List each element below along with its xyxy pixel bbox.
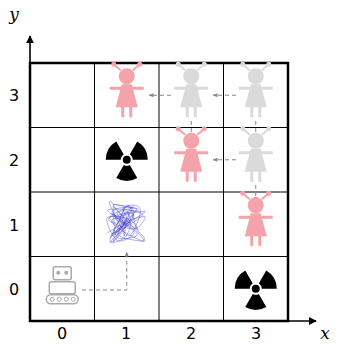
girl-bow xyxy=(240,62,245,67)
radiation-blade xyxy=(235,271,253,289)
x-axis xyxy=(30,320,316,322)
path-arrow xyxy=(213,95,236,96)
girl-dress xyxy=(245,149,267,172)
robot-body xyxy=(49,282,75,294)
girl-pigtails xyxy=(244,194,268,199)
radiation-blade xyxy=(130,142,148,160)
path-arrow xyxy=(149,95,171,96)
girl-pigtails xyxy=(244,130,268,135)
tick-label: 1 xyxy=(9,218,19,234)
girl-bow xyxy=(202,126,207,131)
axis-label: y xyxy=(9,6,19,23)
tick-label: 3 xyxy=(9,88,19,104)
girl-pigtails xyxy=(179,65,203,70)
girl-dress xyxy=(245,84,267,107)
girl-head xyxy=(183,133,199,149)
radiation-blade xyxy=(106,142,124,160)
girl-figure xyxy=(174,62,208,118)
robot-wheel xyxy=(64,297,68,301)
girl-head xyxy=(248,197,264,213)
girl-bow xyxy=(266,191,271,196)
girl-figure xyxy=(239,126,273,182)
robot-eye xyxy=(64,271,68,275)
girl-bow xyxy=(111,62,116,67)
radiation-symbol xyxy=(106,142,148,181)
girl-bow xyxy=(202,62,207,67)
monster-scribble xyxy=(107,202,146,243)
girl-figure xyxy=(239,62,273,118)
path-arrow xyxy=(82,252,127,290)
girl-bow xyxy=(176,126,181,131)
girl-pigtails xyxy=(244,65,268,70)
grid xyxy=(30,63,288,321)
girl-bow xyxy=(240,126,245,131)
path-arrow xyxy=(213,159,236,160)
robot-wheel xyxy=(50,297,54,301)
girl-pigtails xyxy=(115,65,139,70)
grid-line xyxy=(223,63,224,321)
girl-bow xyxy=(176,62,181,67)
girl-head xyxy=(119,68,135,84)
girl-figure xyxy=(110,62,144,118)
radiation-symbol xyxy=(235,271,277,310)
y-axis xyxy=(29,36,31,321)
radiation-center xyxy=(123,156,131,164)
tick-label: 0 xyxy=(9,282,19,298)
robot-wheel xyxy=(71,297,75,301)
tick-label: 2 xyxy=(186,326,196,342)
robot-wheel xyxy=(57,297,61,301)
girl-dress xyxy=(180,149,202,172)
grid-border xyxy=(30,63,288,321)
grid-line xyxy=(30,256,288,257)
tick-label: 1 xyxy=(121,326,131,342)
radiation-blade xyxy=(116,165,137,181)
girl-head xyxy=(248,68,264,84)
radiation-blade xyxy=(259,271,277,289)
girl-bow xyxy=(240,191,245,196)
girl-dress xyxy=(180,84,202,107)
robot-figure xyxy=(46,267,78,304)
girl-pigtails xyxy=(179,130,203,135)
tick-label: 2 xyxy=(9,153,19,169)
girl-dress xyxy=(245,213,267,236)
tick-label: 0 xyxy=(57,326,67,342)
axis-label: x xyxy=(320,325,330,342)
grid-line xyxy=(30,192,288,193)
radiation-center xyxy=(252,285,260,293)
robot-head xyxy=(53,267,71,280)
girl-bow xyxy=(266,126,271,131)
girl-dress xyxy=(116,84,138,107)
girl-figure xyxy=(174,126,208,182)
robot-eye xyxy=(56,271,60,275)
girl-bow xyxy=(137,62,142,67)
girl-figure xyxy=(239,191,273,247)
radiation-blade xyxy=(245,294,266,310)
tick-label: 3 xyxy=(251,326,261,342)
girl-head xyxy=(183,68,199,84)
girl-head xyxy=(248,133,264,149)
robot-tread xyxy=(46,295,78,304)
girl-bow xyxy=(266,62,271,67)
